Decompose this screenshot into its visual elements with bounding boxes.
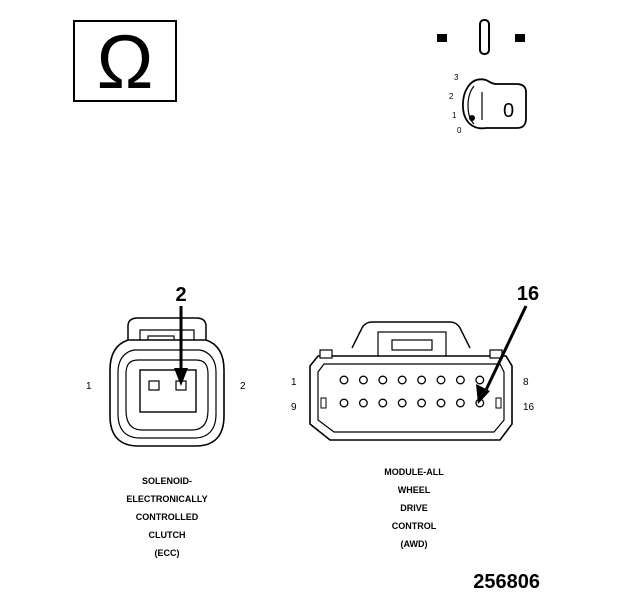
ignition-switch: 0 3 2 1 0 xyxy=(437,19,527,135)
awd-pin-cavity-2 xyxy=(358,375,368,385)
svg-text:DRIVE: DRIVE xyxy=(400,503,428,513)
key-slot-icon xyxy=(479,19,490,55)
awd-pin-16-label: 16 xyxy=(523,402,535,413)
svg-text:WHEEL: WHEEL xyxy=(398,485,431,495)
awd-pin-cavity-1 xyxy=(339,375,349,385)
svg-text:(ECC): (ECC) xyxy=(155,548,180,558)
awd-callout-pin: 16 xyxy=(517,283,539,305)
ecc-callout-pin: 2 xyxy=(175,284,186,306)
awd-pin-cavity-7 xyxy=(455,375,465,385)
switch-position-2: 2 xyxy=(449,92,454,101)
ecc-pin-right-label: 2 xyxy=(240,381,246,392)
switch-position-3: 3 xyxy=(454,73,459,82)
awd-pin-cavity-13 xyxy=(417,398,427,408)
svg-text:MODULE-ALL: MODULE-ALL xyxy=(384,467,444,477)
awd-pin-1-label: 1 xyxy=(291,377,297,388)
svg-text:CONTROL: CONTROL xyxy=(392,521,437,531)
switch-position-0: 0 xyxy=(457,126,462,135)
awd-connector: 16 1 8 9 16 xyxy=(291,283,539,441)
awd-pin-grid xyxy=(339,375,485,408)
svg-text:CLUTCH: CLUTCH xyxy=(149,530,186,540)
ecc-callout-arrowhead-icon xyxy=(174,368,188,386)
ohm-symbol-icon: Ω xyxy=(97,20,154,105)
awd-pin-cavity-11 xyxy=(378,398,388,408)
awd-pin-cavity-3 xyxy=(378,375,388,385)
switch-position-1: 1 xyxy=(452,111,457,120)
ecc-connector: 2 1 2 xyxy=(86,284,246,447)
awd-pin-cavity-4 xyxy=(397,375,407,385)
awd-pin-cavity-6 xyxy=(436,375,446,385)
ohmmeter-box: Ω xyxy=(73,20,177,105)
svg-text:SOLENOID-: SOLENOID- xyxy=(142,476,192,486)
key-head-icon xyxy=(462,78,527,130)
svg-text:(AWD): (AWD) xyxy=(401,539,428,549)
indicator-left-icon xyxy=(437,34,447,42)
svg-text:CONTROLLED: CONTROLLED xyxy=(136,512,199,522)
ecc-caption: SOLENOID- ELECTRONICALLY CONTROLLED CLUT… xyxy=(126,476,207,558)
awd-pin-cavity-5 xyxy=(417,375,427,385)
awd-callout-arrowhead-icon xyxy=(476,384,490,404)
position-marker-icon xyxy=(469,115,475,121)
awd-pin-cavity-10 xyxy=(358,398,368,408)
awd-pin-cavity-8 xyxy=(475,375,485,385)
awd-pin-8-label: 8 xyxy=(523,377,529,388)
awd-pin-cavity-12 xyxy=(397,398,407,408)
figure-number: 256806 xyxy=(473,571,540,593)
awd-pin-cavity-9 xyxy=(339,398,349,408)
awd-caption: MODULE-ALL WHEEL DRIVE CONTROL (AWD) xyxy=(384,467,444,549)
awd-pin-cavity-15 xyxy=(455,398,465,408)
awd-pin-cavity-14 xyxy=(436,398,446,408)
key-label: 0 xyxy=(503,100,514,122)
ecc-pin-left-label: 1 xyxy=(86,381,92,392)
indicator-right-icon xyxy=(515,34,525,42)
awd-callout-arrow xyxy=(484,305,528,391)
ecc-pin-1-cavity xyxy=(148,380,160,391)
svg-text:ELECTRONICALLY: ELECTRONICALLY xyxy=(126,494,207,504)
awd-pin-9-label: 9 xyxy=(291,402,297,413)
